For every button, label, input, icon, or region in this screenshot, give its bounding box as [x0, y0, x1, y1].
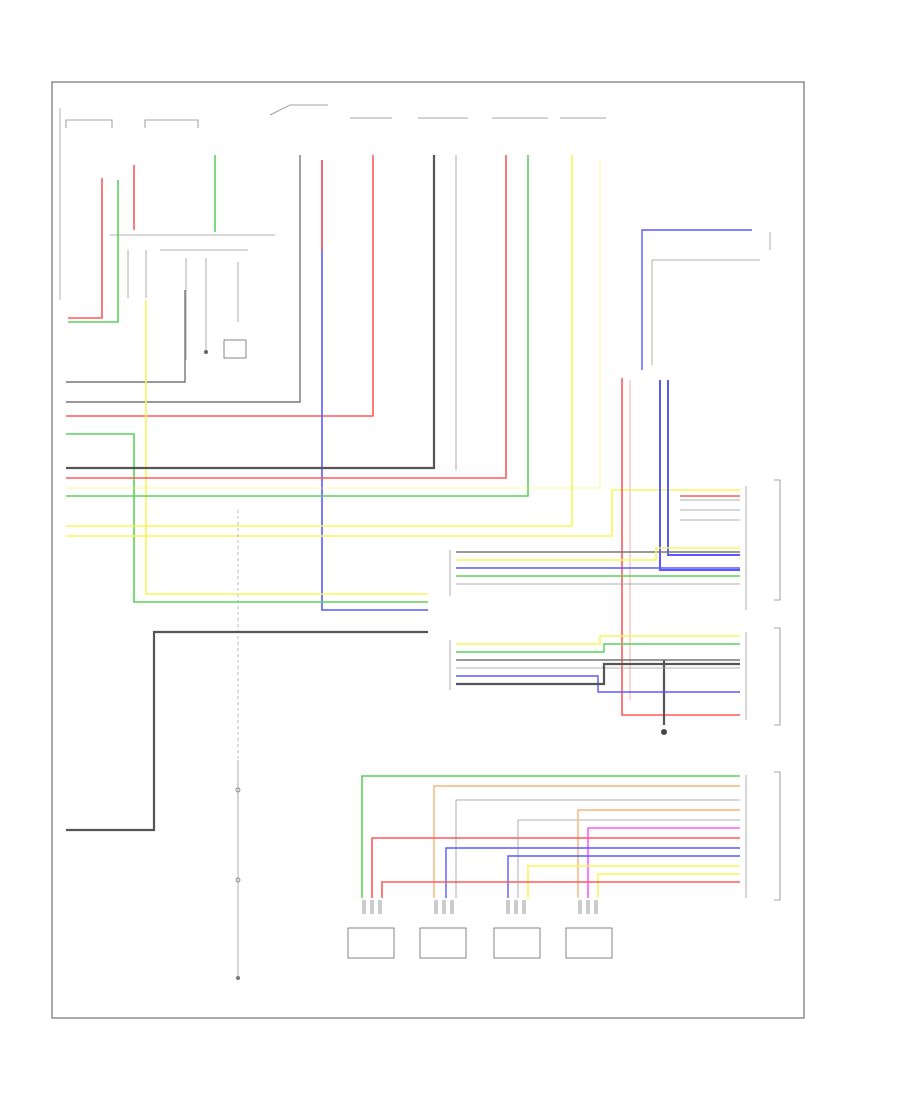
- wire-black: [66, 630, 428, 832]
- pin: [522, 900, 526, 914]
- wire-yellow: [456, 547, 740, 561]
- wire-yellow: [145, 300, 428, 595]
- wire-blue: [659, 380, 740, 571]
- pin: [514, 900, 518, 914]
- rear-right-speed-sensor: [565, 927, 613, 959]
- relay-box: [223, 339, 247, 359]
- right-upper-wiring: [621, 229, 771, 735]
- wire-red: [68, 178, 103, 319]
- wire-yellow: [597, 873, 740, 898]
- pin: [378, 900, 382, 914]
- wire-gray: [66, 155, 301, 403]
- right-connector-blocks: [745, 479, 781, 901]
- wire-red: [66, 155, 374, 417]
- pin: [578, 900, 582, 914]
- left-lower-switch-chain: [235, 760, 241, 980]
- wire-white: [651, 259, 760, 365]
- block-bracket: [774, 627, 781, 726]
- wire-green: [68, 180, 119, 323]
- wire-yellow-thin: [66, 160, 601, 489]
- center-connector-upper: [449, 495, 740, 596]
- pin: [442, 900, 446, 914]
- wire-gray: [66, 290, 186, 383]
- wire-yellow: [527, 865, 740, 898]
- block-bracket: [774, 479, 781, 601]
- header-bracket: [144, 119, 199, 128]
- pin: [594, 900, 598, 914]
- wire-yellow: [456, 635, 740, 645]
- pin: [506, 900, 510, 914]
- bottom-harness: [361, 775, 740, 898]
- wire-orange: [433, 785, 740, 898]
- wire-red: [621, 378, 740, 716]
- front-right-speed-sensor: [419, 927, 467, 959]
- switch-contact: [235, 787, 241, 793]
- front-left-speed-sensor: [347, 927, 395, 959]
- center-connector-lower: [66, 630, 740, 832]
- ground-point: [661, 729, 667, 735]
- wire-green: [66, 433, 428, 603]
- wire-blue: [321, 160, 428, 611]
- wire-orange: [577, 809, 740, 898]
- pin: [370, 900, 374, 914]
- top-wiring: [66, 155, 740, 760]
- diagram-frame: [51, 81, 805, 1019]
- header-bracket: [269, 104, 328, 116]
- wire-black: [66, 155, 436, 470]
- pin: [586, 900, 590, 914]
- wire-yellow: [66, 155, 573, 527]
- wire-white: [455, 799, 740, 898]
- ground-point: [236, 976, 240, 980]
- pin: [362, 900, 366, 914]
- pin: [434, 900, 438, 914]
- wire-red: [381, 881, 740, 898]
- wire-yellow: [66, 489, 740, 537]
- wire-blue: [641, 229, 752, 370]
- wire-green: [361, 775, 740, 898]
- speed-sensors: [347, 900, 613, 959]
- top-connector-headers: [65, 104, 606, 128]
- wire-green: [66, 155, 529, 497]
- block-bracket: [774, 771, 781, 901]
- ground-point: [204, 350, 208, 354]
- wire-red: [66, 155, 507, 479]
- wire-magenta: [587, 827, 740, 898]
- wire-white: [517, 819, 740, 898]
- wire-green: [456, 643, 740, 653]
- switch-contact: [235, 877, 241, 883]
- wire-blue: [507, 855, 740, 898]
- header-bracket: [65, 119, 113, 128]
- pin: [450, 900, 454, 914]
- wire-black: [456, 662, 740, 686]
- wire-blue: [667, 380, 740, 556]
- sensor-pins: [362, 900, 598, 914]
- left-fuse-area: [59, 108, 275, 360]
- wire-red: [371, 837, 740, 898]
- rear-left-speed-sensor: [493, 927, 541, 959]
